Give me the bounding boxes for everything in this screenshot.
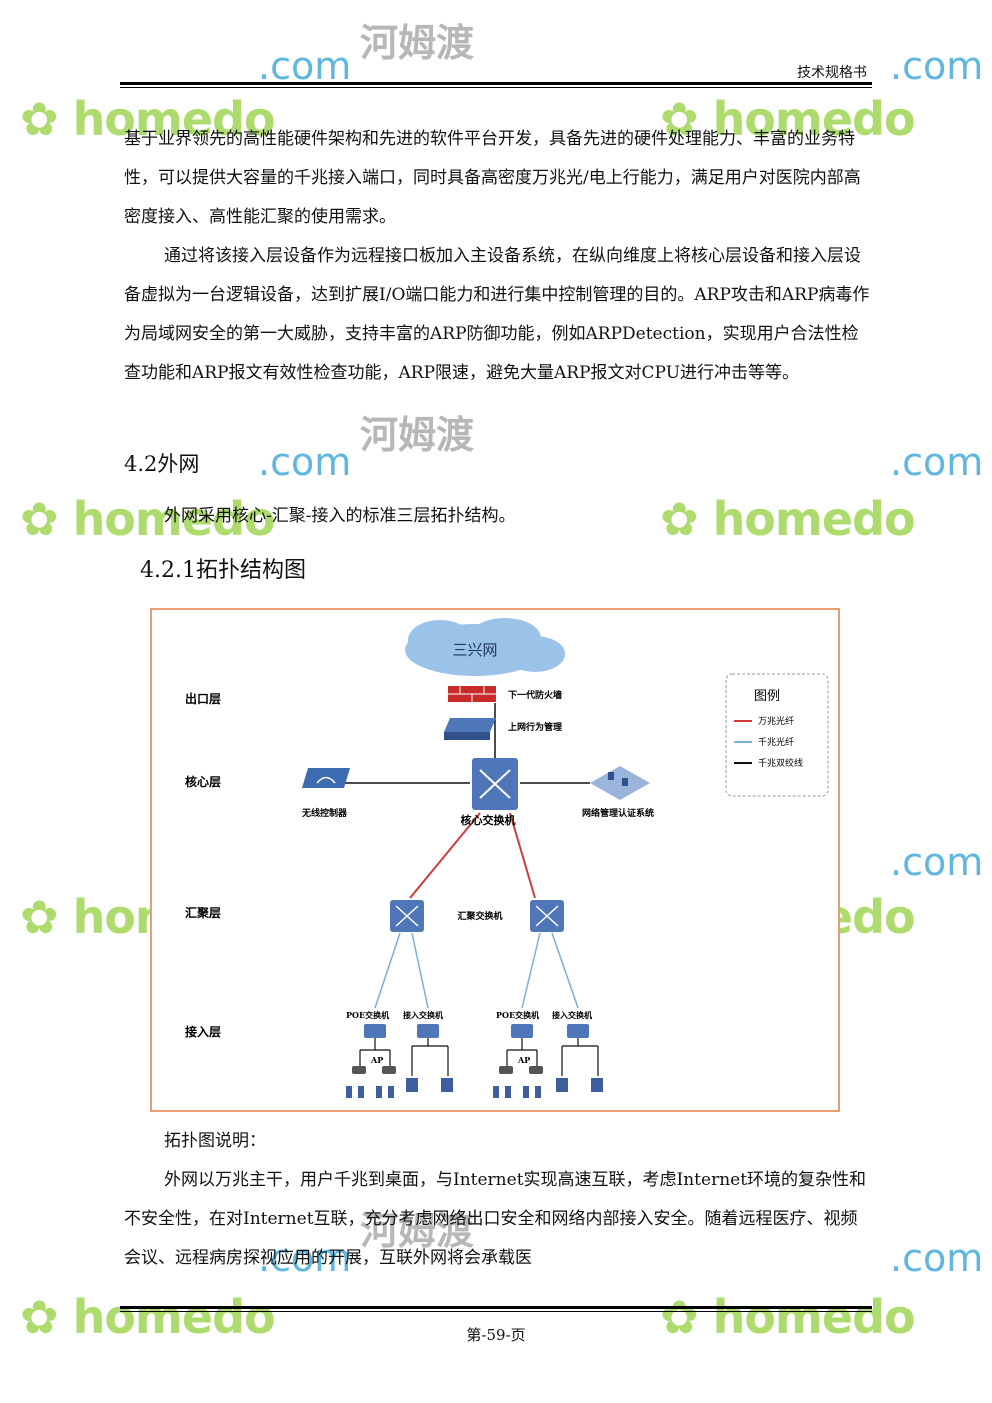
section-4-2-text: 外网采用核心-汇聚-接入的标准三层拓扑结构。 <box>164 506 516 526</box>
nms-label: 网络管理认证系统 <box>582 807 654 819</box>
access-switch-icons <box>364 1024 589 1038</box>
layer-label-access: 接入层 <box>185 1024 221 1039</box>
core-switch-label: 核心交换机 <box>461 813 516 827</box>
legend-item-label: 千兆光纤 <box>758 736 794 748</box>
header-title: 技术规格书 <box>797 65 867 81</box>
watermark-logo-icon: ✿ homedo <box>660 492 916 546</box>
paragraph-1: 基于业界领先的高性能硬件架构和先进的软件平台开发，具备先进的硬件处理能力、丰富的… <box>124 129 861 227</box>
watermark-domain: .com <box>258 44 352 88</box>
firewall-icon <box>448 686 496 702</box>
layer-label-aggregation: 汇聚层 <box>185 906 221 920</box>
watermark-logo-icon: ✿ homedo <box>660 1290 916 1344</box>
access-switch-label: 接入交换机 <box>403 1010 443 1020</box>
watermark-domain: .com <box>890 840 984 884</box>
footer-rule <box>120 1306 872 1309</box>
core-switch-icon <box>472 758 518 810</box>
watermark-domain: .com <box>890 44 984 88</box>
ap-label: AP <box>517 1055 530 1065</box>
layer-label-core: 核心层 <box>185 774 221 789</box>
watermark-domain: .com <box>890 440 984 484</box>
behavior-management-icon <box>444 718 496 740</box>
legend-item-label: 万兆光纤 <box>758 715 794 727</box>
aggregation-switch-icon <box>530 900 564 932</box>
ap-label: AP <box>370 1055 383 1065</box>
cloud-icon <box>405 618 565 676</box>
poe-switch-label: POE交换机 <box>496 1010 539 1020</box>
poe-switch-label: POE交换机 <box>346 1010 389 1020</box>
caption-text: 外网以万兆主干，用户千兆到桌面，与Internet实现高速互联，考虑Intern… <box>124 1170 867 1268</box>
header-rule <box>120 82 872 85</box>
wireless-controller-icon <box>302 768 350 788</box>
watermark-cn: 河姆渡 <box>360 413 475 457</box>
layer-label-exit: 出口层 <box>185 691 221 706</box>
terminal-icons <box>346 1078 603 1098</box>
watermark-domain: .com <box>890 1236 984 1280</box>
watermark-logo-icon: ✿ homedo <box>20 92 276 146</box>
page-number: 第-59-页 <box>466 1326 526 1344</box>
aggregation-switch-label: 汇聚交换机 <box>457 910 502 922</box>
legend-title: 图例 <box>754 689 780 704</box>
watermark-logo-icon: ✿ homedo <box>20 1290 276 1344</box>
watermark-domain: .com <box>258 1236 352 1280</box>
firewall-label: 下一代防火墙 <box>508 689 562 701</box>
header-rule-thin <box>120 87 872 88</box>
legend: 图例 万兆光纤 千兆光纤 千兆双绞线 <box>725 673 829 797</box>
footer-rule-thin <box>120 1311 872 1312</box>
behavior-management-label: 上网行为管理 <box>508 721 562 733</box>
watermark-cn: 河姆渡 <box>360 1209 475 1253</box>
watermark-logo-icon: ✿ homedo <box>660 92 916 146</box>
topology-diagram: 三兴网 下一代防火墙 上网行为管理 核心交换机 无线控制器 网络管理认证系统 汇… <box>150 608 840 1112</box>
paragraph-2: 通过将该接入层设备作为远程接口板加入主设备系统，在纵向维度上将核心层设备和接入层… <box>124 246 870 383</box>
watermark-domain: .com <box>258 440 352 484</box>
cloud-label: 三兴网 <box>452 641 497 659</box>
ap-icons <box>352 1066 543 1074</box>
caption-title: 拓扑图说明： <box>164 1131 266 1151</box>
nms-icon <box>590 766 650 800</box>
watermark-cn: 河姆渡 <box>360 21 475 65</box>
aggregation-switch-icon <box>390 900 424 932</box>
legend-item-label: 千兆双绞线 <box>758 757 803 769</box>
watermark-logo-icon: ✿ homedo <box>20 492 276 546</box>
access-switch-label: 接入交换机 <box>552 1010 592 1020</box>
wireless-controller-label: 无线控制器 <box>301 807 348 819</box>
section-heading-4-2: 4.2外网 <box>124 452 200 476</box>
section-heading-4-2-1: 4.2.1拓扑结构图 <box>140 558 306 583</box>
